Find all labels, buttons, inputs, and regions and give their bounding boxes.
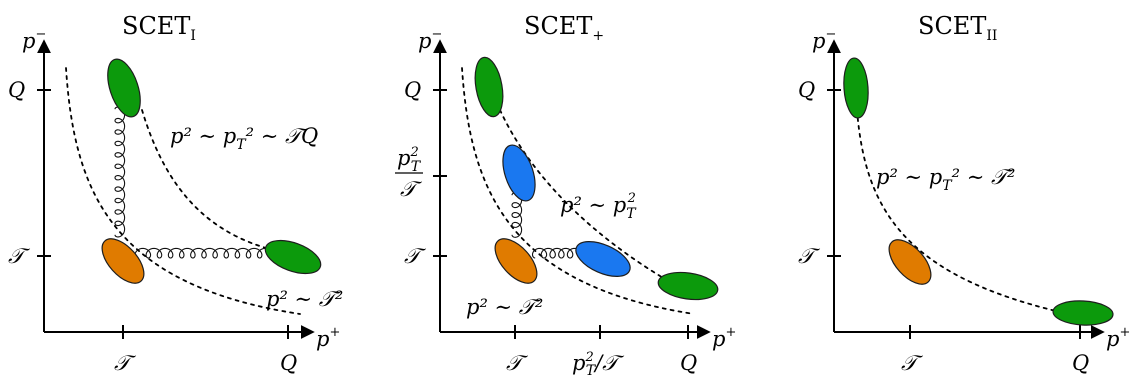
csoft-scaling-label: p² ∼ pT2 [560, 191, 637, 222]
collinear-n-ellipse [843, 57, 869, 119]
y-tick-label-t: 𝒯 [8, 244, 31, 268]
y-tick-label-t: 𝒯 [798, 244, 821, 268]
x-tick-label-q: Q [680, 351, 697, 375]
y-axis-label: p− [22, 27, 46, 53]
collinear-nbar-ellipse [657, 271, 719, 301]
csoft-nbar-ellipse [575, 241, 631, 277]
y-tick-label-t: 𝒯 [404, 244, 427, 268]
x-tick-label-q: Q [280, 351, 297, 375]
gluon-horizontal [134, 247, 274, 259]
y-tick-label-q: Q [798, 78, 815, 102]
y-tick-label-q: Q [8, 78, 25, 102]
collinear-n-ellipse [107, 58, 141, 118]
csoft-n-ellipse [502, 144, 536, 202]
soft-scaling-label: p² ∼ 𝒯² [466, 295, 543, 319]
panel-scet-i: SCETI p− p+ Q 𝒯 𝒯 Q p² ∼ pT² ∼ 𝒯Q p² ∼ 𝒯… [8, 12, 343, 375]
x-axis-label: p+ [1106, 325, 1130, 351]
collinear-soft-curve [499, 109, 671, 283]
y-axis-label: p− [418, 27, 442, 53]
hard-scaling-label: p² ∼ pT² ∼ 𝒯Q [170, 124, 318, 153]
panel-title: SCETI [122, 12, 196, 44]
gluon-horizontal [531, 247, 583, 259]
panel-title: SCETII [918, 12, 997, 44]
svg-text:𝒯: 𝒯 [400, 177, 423, 201]
x-tick-label-q: Q [1072, 351, 1089, 375]
panel-title: SCET+ [524, 12, 604, 44]
panel-scet-ii: SCETII p− p+ Q 𝒯 𝒯 Q p² ∼ pT² ∼ 𝒯² [798, 12, 1130, 375]
x-tick-label-t: 𝒯 [506, 351, 529, 375]
collinear-nbar-ellipse [264, 239, 322, 275]
hard-scaling-curve [141, 109, 293, 255]
collinear-nbar-ellipse [1052, 300, 1114, 326]
x-axis-label: p+ [712, 325, 736, 351]
gluon-vertical [511, 192, 523, 238]
y-tick-label-q: Q [404, 78, 421, 102]
scaling-curve [856, 109, 1061, 313]
soft-scaling-curve [65, 67, 301, 315]
soft-scaling-label: p² ∼ 𝒯² [266, 287, 343, 311]
gluon-vertical [114, 106, 126, 238]
x-axis-label: p+ [316, 325, 340, 351]
soft-ellipse [494, 238, 538, 284]
svg-text:p2T: p2T [397, 145, 422, 175]
y-axis-label: p− [812, 27, 836, 53]
x-tick-label-t: 𝒯 [114, 351, 137, 375]
scaling-label: p² ∼ pT² ∼ 𝒯² [876, 165, 1015, 194]
soft-ellipse [101, 238, 145, 284]
collinear-n-ellipse [474, 56, 504, 118]
soft-scaling-curve [461, 67, 695, 315]
soft-ellipse [888, 239, 932, 285]
x-tick-label-t: 𝒯 [901, 351, 924, 375]
